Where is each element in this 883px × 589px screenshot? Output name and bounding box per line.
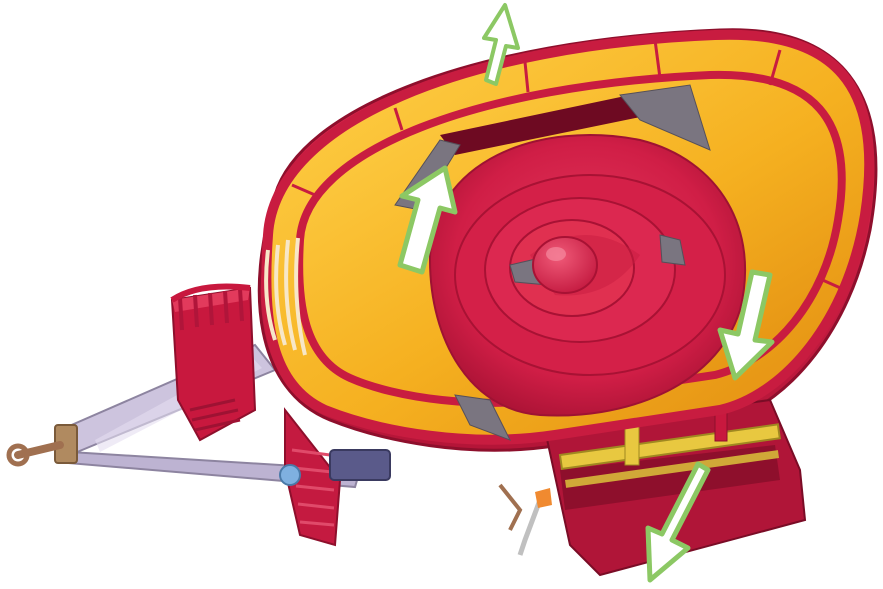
platform-cage xyxy=(172,287,255,441)
auger-cone xyxy=(533,237,597,293)
